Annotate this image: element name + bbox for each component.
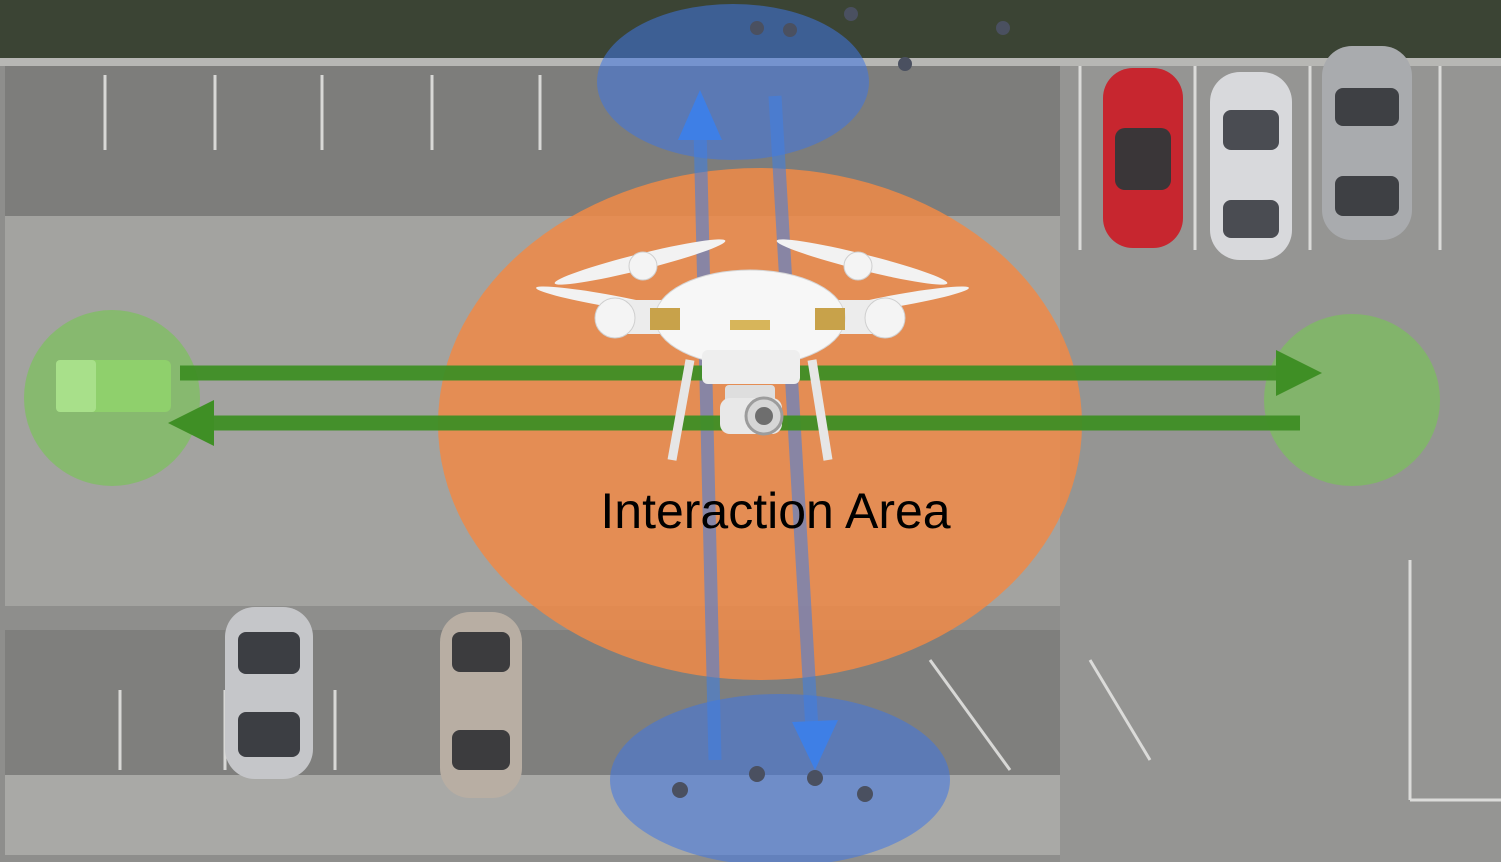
- pedestrian-zone-bottom: [610, 694, 950, 862]
- car-white: [1210, 72, 1292, 260]
- interaction-area-label: Interaction Area: [600, 483, 951, 539]
- car-silver-left: [225, 607, 313, 779]
- car-red: [1103, 68, 1183, 248]
- stall-lines-top: [103, 66, 1442, 250]
- vehicle-zone-right: [1264, 314, 1440, 486]
- parking-area-top: [5, 66, 1060, 216]
- pedestrians: [672, 7, 1010, 802]
- pedestrian-arrow-down: [768, 95, 838, 770]
- drone-image: [536, 239, 969, 461]
- pedestrian-zone-top: [597, 4, 869, 160]
- car-beige: [440, 612, 522, 798]
- robot-vehicle: [56, 360, 171, 412]
- car-silver-top: [1322, 46, 1412, 240]
- pedestrian-arrow-up: [678, 90, 722, 761]
